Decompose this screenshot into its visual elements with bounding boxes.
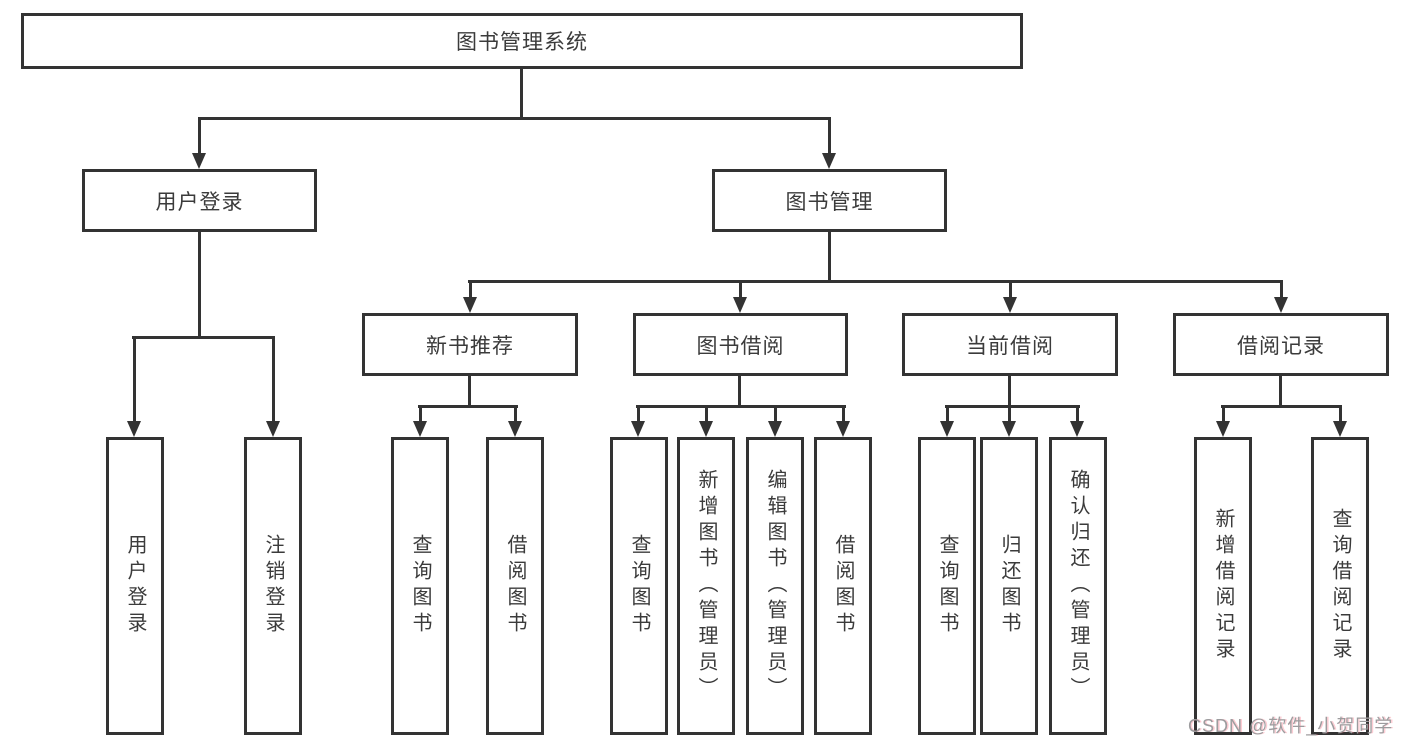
arrow-down-icon: [699, 405, 713, 437]
node-new-book-recommend-label: 新书推荐: [426, 334, 514, 358]
node-book-borrow-label: 图书借阅: [696, 334, 785, 358]
leaf-add-books-admin: 新增图书（管理员）: [677, 437, 735, 735]
leaf-query-books-borrow: 查询图书: [610, 437, 668, 735]
connector-borrow-records-stem: [1279, 376, 1282, 405]
leaf-query-books-recommend: 查询图书: [391, 437, 449, 735]
arrow-down-icon: [1274, 280, 1288, 313]
arrow-down-icon: [463, 280, 477, 313]
leaf-edit-books-admin-label: 编辑图书（管理员）: [764, 469, 786, 703]
leaf-user-login: 用户登录: [106, 437, 164, 735]
arrow-down-icon: [822, 117, 836, 169]
arrow-down-icon: [192, 117, 206, 169]
leaf-query-books-borrow-label: 查询图书: [628, 534, 650, 638]
connector-current-borrow-stem: [1008, 376, 1011, 405]
leaf-query-books-recommend-label: 查询图书: [409, 534, 431, 638]
leaf-borrow-books-recommend: 借阅图书: [486, 437, 544, 735]
leaf-edit-books-admin: 编辑图书（管理员）: [746, 437, 804, 735]
arrow-down-icon: [1070, 405, 1084, 437]
node-user-login-label: 用户登录: [155, 190, 244, 214]
arrow-down-icon: [266, 336, 280, 437]
leaf-confirm-return-admin-label: 确认归还（管理员）: [1067, 469, 1089, 703]
leaf-confirm-return-admin: 确认归还（管理员）: [1049, 437, 1107, 735]
arrow-down-icon: [1003, 280, 1017, 313]
connector-book-management-rail: [468, 280, 1282, 283]
connector-current-borrow-rail: [945, 405, 1080, 408]
arrow-down-icon: [631, 405, 645, 437]
node-book-management: 图书管理: [712, 169, 947, 232]
arrow-down-icon: [733, 280, 747, 313]
leaf-return-books-label: 归还图书: [998, 534, 1020, 638]
arrow-down-icon: [768, 405, 782, 437]
leaf-add-books-admin-label: 新增图书（管理员）: [695, 469, 717, 703]
connector-user-login-rail: [132, 336, 275, 339]
arrow-down-icon: [1002, 405, 1016, 437]
leaf-query-borrow-record: 查询借阅记录: [1311, 437, 1369, 735]
arrow-down-icon: [940, 405, 954, 437]
connector-root-stem: [520, 69, 523, 117]
connector-new-book-recommend-stem: [468, 376, 471, 405]
node-root-label: 图书管理系统: [456, 31, 588, 54]
connector-book-borrow-rail: [636, 405, 846, 408]
arrow-down-icon: [508, 405, 522, 437]
node-book-management-label: 图书管理: [785, 190, 874, 214]
connector-book-borrow-stem: [738, 376, 741, 405]
leaf-query-borrow-record-label: 查询借阅记录: [1329, 508, 1351, 664]
connector-user-login-stem: [198, 232, 201, 336]
arrow-down-icon: [1333, 405, 1347, 437]
arrow-down-icon: [836, 405, 850, 437]
leaf-add-borrow-record-label: 新增借阅记录: [1212, 508, 1234, 664]
arrow-down-icon: [413, 405, 427, 437]
connector-root-rail: [198, 117, 831, 120]
node-current-borrow: 当前借阅: [902, 313, 1118, 376]
leaf-return-books: 归还图书: [980, 437, 1038, 735]
connector-new-book-recommend-rail: [418, 405, 518, 408]
connector-borrow-records-rail: [1221, 405, 1342, 408]
arrow-down-icon: [1216, 405, 1230, 437]
leaf-add-borrow-record: 新增借阅记录: [1194, 437, 1252, 735]
leaf-query-books-current: 查询图书: [918, 437, 976, 735]
node-root: 图书管理系统: [21, 13, 1023, 69]
leaf-logout-label: 注销登录: [262, 534, 284, 638]
node-current-borrow-label: 当前借阅: [966, 334, 1054, 358]
arrow-down-icon: [127, 336, 141, 437]
leaf-logout: 注销登录: [244, 437, 302, 735]
node-user-login: 用户登录: [82, 169, 317, 232]
watermark: CSDN @软件_小贺同学: [1188, 716, 1394, 736]
connector-book-management-stem: [828, 232, 831, 280]
leaf-borrow-books-label: 借阅图书: [832, 534, 854, 638]
leaf-user-login-label: 用户登录: [124, 534, 146, 638]
leaf-borrow-books-recommend-label: 借阅图书: [504, 534, 526, 638]
leaf-query-books-current-label: 查询图书: [936, 534, 958, 638]
leaf-borrow-books: 借阅图书: [814, 437, 872, 735]
node-book-borrow: 图书借阅: [633, 313, 848, 376]
node-new-book-recommend: 新书推荐: [362, 313, 578, 376]
node-borrow-records-label: 借阅记录: [1237, 334, 1325, 358]
node-borrow-records: 借阅记录: [1173, 313, 1389, 376]
